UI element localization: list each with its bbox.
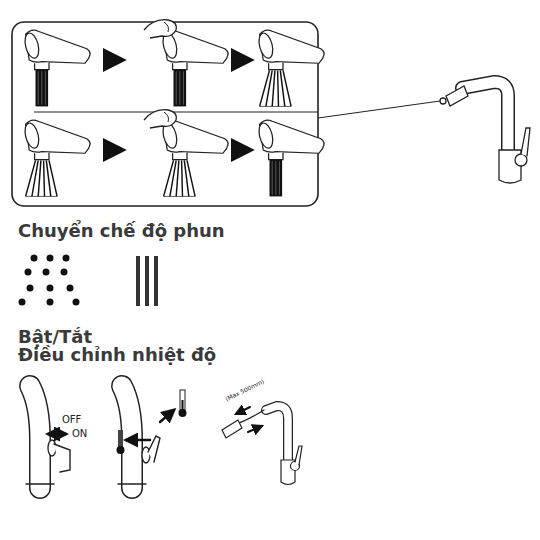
faucet-on-off — [54, 444, 70, 472]
stream-bars-symbol — [145, 256, 149, 306]
section-heading: Chuyển chế độ phun — [18, 220, 225, 241]
spray-dots-symbol — [47, 299, 54, 306]
faucet — [440, 98, 446, 104]
spray-dots-symbol — [43, 269, 50, 276]
switch-label: OFF — [62, 414, 81, 425]
spout-head-row2 — [23, 110, 324, 197]
spout-head-row1 — [161, 30, 228, 106]
spray-dots-symbol — [19, 255, 80, 306]
spray-dots-symbol — [31, 255, 38, 262]
stream-bars-symbol — [136, 256, 140, 306]
faucet-on-off — [30, 386, 40, 488]
spout-head-row1 — [144, 20, 176, 38]
spout-head-row2 — [23, 120, 90, 196]
faucet-on-off — [48, 440, 56, 456]
spout-head-row2 — [161, 120, 228, 196]
faucet-on-off — [48, 433, 66, 436]
faucet-temperature — [117, 446, 125, 454]
switch-label: ON — [72, 428, 87, 439]
faucet-temperature — [180, 390, 185, 410]
spout-head-row1 — [260, 70, 292, 106]
faucet-on-off — [30, 386, 40, 488]
faucet-temperature — [118, 483, 146, 484]
spout-head-row1 — [36, 70, 49, 107]
spray-dots-symbol — [19, 299, 26, 306]
dimension-label: (Max 500mm) — [224, 378, 265, 403]
spray-dots-symbol — [25, 269, 32, 276]
section-heading: Bật/Tắt — [18, 326, 92, 347]
spout-head-row2 — [144, 110, 176, 128]
spout-head-row1 — [23, 30, 90, 69]
spout-head-row2 — [257, 120, 324, 196]
faucet-temperature — [118, 430, 123, 448]
faucet-pull-out — [236, 407, 250, 414]
faucet — [462, 82, 508, 150]
spray-dots-symbol — [27, 285, 34, 292]
spout-head-row2 — [108, 148, 122, 152]
faucet-temperature — [122, 386, 132, 488]
spout-head-row2 — [164, 160, 196, 196]
stream-bars-symbol — [136, 256, 158, 306]
faucet-pull-out — [295, 446, 302, 465]
faucet-temperature — [126, 439, 150, 442]
spout-head-row1 — [23, 20, 324, 107]
divider — [34, 111, 318, 112]
faucet-pull-out — [222, 420, 242, 438]
spout-head-row1 — [108, 58, 122, 62]
spout-head-row1 — [236, 58, 250, 62]
leader-line — [318, 101, 440, 118]
spray-dots-symbol — [61, 269, 68, 276]
spray-dots-symbol — [73, 299, 80, 306]
stream-bars-symbol — [154, 256, 158, 306]
spout-head-row2 — [236, 148, 250, 152]
faucet — [446, 86, 468, 106]
faucet-temperature — [182, 400, 184, 410]
spout-head-row1 — [23, 30, 90, 106]
faucet-pull-out — [222, 406, 302, 485]
faucet — [515, 154, 527, 166]
faucet-pull-out — [248, 426, 262, 432]
spray-dots-symbol — [67, 285, 74, 292]
faucet-pull-out — [266, 406, 288, 460]
spout-head-row1 — [174, 70, 187, 107]
faucet — [521, 128, 530, 156]
faucet-temperature — [117, 386, 187, 488]
spout-head-row2 — [257, 120, 324, 159]
spout-head-row1 — [257, 30, 324, 106]
faucet — [462, 82, 508, 150]
spout-head-row2 — [26, 160, 58, 196]
spray-dots-symbol — [47, 255, 54, 262]
spray-dots-symbol — [63, 255, 70, 262]
spray-dots-symbol — [47, 285, 54, 292]
section-heading: Điều chỉnh nhiệt độ — [18, 344, 216, 365]
faucet-pull-out — [266, 406, 288, 460]
faucet-on-off — [26, 386, 70, 488]
faucet-temperature — [122, 386, 132, 488]
spout-head-row1 — [144, 20, 176, 38]
faucet-temperature — [179, 409, 187, 417]
faucet — [440, 82, 530, 183]
faucet-on-off — [26, 483, 54, 484]
spout-head-row2 — [270, 160, 283, 197]
spout-head-row2 — [23, 120, 90, 159]
faucet-temperature — [160, 410, 174, 422]
spout-head-row1 — [257, 30, 324, 69]
spout-head-row2 — [144, 110, 176, 128]
